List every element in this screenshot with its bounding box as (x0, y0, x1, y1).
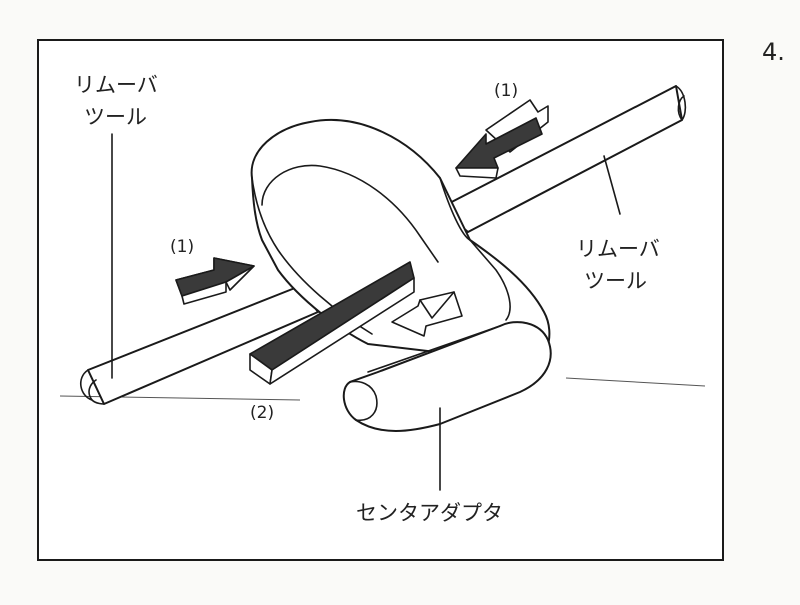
arrow-2 (249, 261, 415, 385)
label-arrow-1-left: (1) (170, 237, 194, 257)
label-remover-tool-left-line1: リムーバ (74, 73, 158, 97)
label-remover-tool-right-line1: リムーバ (576, 237, 660, 261)
label-arrow-2: (2) (250, 403, 274, 423)
arrow-1-top (455, 99, 549, 179)
leader-lines (111, 133, 621, 491)
label-center-adapter: センタアダプタ (356, 501, 503, 525)
center-adapter-cylinder (342, 321, 552, 432)
label-remover-tool-left-line2: ツール (84, 105, 147, 129)
label-arrow-1-top: (1) (494, 81, 518, 101)
label-remover-tool-right-line2: ツール (584, 269, 647, 293)
arrow-1-left (175, 257, 255, 305)
step-number: 4. (762, 38, 785, 66)
